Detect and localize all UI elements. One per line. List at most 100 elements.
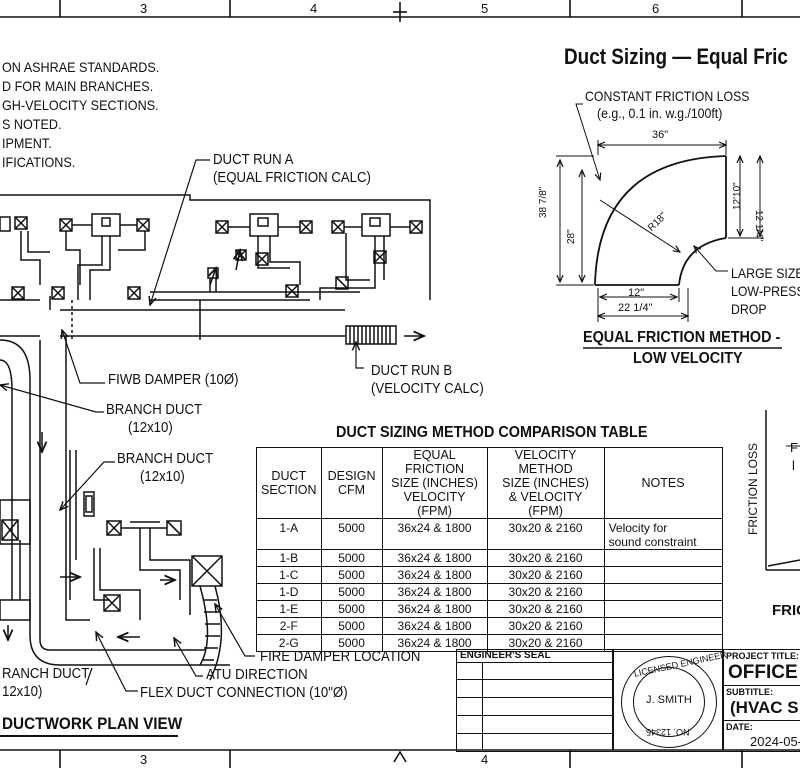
- seal-grid-row-4: [456, 715, 612, 717]
- branch-duct-label-1: BRANCH DUCT: [106, 401, 203, 418]
- cell-cfm: 5000: [320, 566, 383, 584]
- dim-36: 36": [652, 129, 669, 141]
- table-row: 1-E 5000 36x24 & 1800 30x20 & 2160: [256, 600, 723, 618]
- fire-damper-location-label: FIRE DAMPER LOCATION: [260, 648, 421, 665]
- cell-velocity-method: 30x20 & 2160: [486, 566, 605, 584]
- title-row-divider-1: [722, 685, 800, 687]
- cell-velocity-method: 30x20 & 2160: [486, 518, 605, 550]
- engineer-stamp-inner: [633, 667, 705, 737]
- constant-friction-sublabel: (e.g., 0.1 in. w.g./100ft): [597, 105, 723, 121]
- stamp-name: J. SMITH: [646, 694, 692, 706]
- cell-section: 2-F: [256, 617, 322, 635]
- zone-label-bottom-3: 3: [140, 752, 148, 767]
- header-design-cfm: DESIGN CFM: [320, 447, 383, 519]
- table-row: 1-B 5000 36x24 & 1800 30x20 & 2160: [256, 549, 723, 567]
- cell-equal-friction: 36x24 & 1800: [381, 549, 488, 567]
- seal-grid-row-2: [456, 679, 612, 681]
- dim-12: 12": [628, 287, 645, 299]
- note-line-5: IPMENT.: [2, 135, 52, 151]
- cell-section: 1-C: [256, 566, 322, 584]
- cell-notes: [603, 549, 723, 567]
- plan-leaders: [0, 159, 364, 692]
- side-chart-caption: FRIC: [772, 602, 800, 619]
- project-title: OFFICE F: [728, 662, 800, 683]
- branch-duct-size-1: (12x10): [128, 419, 173, 436]
- header-velocity-method: VELOCITY METHOD SIZE (INCHES) & VELOCITY…: [486, 447, 605, 519]
- seal-box-divider: [612, 649, 614, 750]
- note-line-2: D FOR MAIN BRANCHES.: [2, 78, 154, 94]
- cell-equal-friction: 36x24 & 1800: [381, 617, 488, 635]
- cell-equal-friction: 36x24 & 1800: [381, 583, 488, 601]
- comparison-table: DUCT SECTION DESIGN CFM EQUAL FRICTION S…: [256, 447, 723, 652]
- duct-run-a-sublabel: (EQUAL FRICTION CALC): [213, 169, 371, 186]
- table-header-row: DUCT SECTION DESIGN CFM EQUAL FRICTION S…: [256, 447, 723, 519]
- engineers-seal-label: ENGINEER'S SEAL: [460, 650, 551, 661]
- cell-notes: [603, 617, 723, 635]
- large-size-label-1: LARGE SIZE: [731, 265, 800, 281]
- duct-run-b-label: DUCT RUN B: [371, 362, 453, 379]
- table-row: 1-D 5000 36x24 & 1800 30x20 & 2160: [256, 583, 723, 601]
- dim-38-7-8: 38 7/8": [538, 186, 549, 218]
- flex-duct-label: FLEX DUCT CONNECTION (10"Ø): [140, 684, 348, 701]
- title-block: [456, 649, 800, 752]
- branch-duct-size-2: (12x10): [140, 468, 185, 485]
- cell-notes: [603, 600, 723, 618]
- header-notes: NOTES: [603, 447, 723, 519]
- cell-section: 1-A: [256, 518, 322, 550]
- elbow-dimensions: [556, 103, 764, 322]
- header-duct-section: DUCT SECTION: [256, 447, 322, 519]
- cell-equal-friction: 36x24 & 1800: [381, 634, 488, 652]
- engineer-stamp: [621, 656, 717, 748]
- note-line-1: ON ASHRAE STANDARDS.: [2, 59, 160, 75]
- cell-velocity-method: 30x20 & 2160: [486, 583, 605, 601]
- zone-label-bottom-4: 4: [481, 752, 489, 767]
- date-value: 2024-05-: [750, 734, 800, 749]
- cell-velocity-method: 30x20 & 2160: [486, 549, 605, 567]
- plan-view-title-underline: [0, 735, 178, 737]
- zone-label-top-6: 6: [652, 1, 660, 16]
- stamp-box-divider: [722, 649, 724, 750]
- cell-notes: [603, 583, 723, 601]
- dim-12-1-4: 12 1/4": [753, 210, 764, 242]
- sizing-title: Duct Sizing — Equal Fric: [564, 44, 788, 69]
- date-label: DATE:: [726, 722, 753, 732]
- branch-duct-label-2: BRANCH DUCT: [117, 450, 214, 467]
- seal-grid-row-1: [456, 662, 612, 664]
- cell-notes: Velocity for sound constraint: [603, 518, 723, 550]
- cell-equal-friction: 36x24 & 1800: [381, 600, 488, 618]
- ductwork-plan: [0, 194, 431, 681]
- header-equal-friction: EQUAL FRICTION SIZE (INCHES) VELOCITY (F…: [381, 447, 488, 519]
- plan-view-title: DUCTWORK PLAN VIEW: [2, 714, 183, 733]
- large-size-label-2: LOW-PRESS: [731, 283, 800, 299]
- seal-grid-row-5: [456, 733, 612, 735]
- cell-cfm: 5000: [320, 583, 383, 601]
- seal-grid-col: [482, 662, 484, 750]
- cell-cfm: 5000: [320, 518, 383, 550]
- friction-side-chart: [765, 410, 800, 571]
- duct-run-b-sublabel: (VELOCITY CALC): [371, 380, 484, 397]
- cell-velocity-method: 30x20 & 2160: [486, 617, 605, 635]
- side-chart-ylabel: FRICTION LOSS: [746, 442, 760, 535]
- large-size-label-3: DROP: [731, 301, 767, 317]
- cell-cfm: 5000: [320, 617, 383, 635]
- cell-cfm: 5000: [320, 634, 383, 652]
- zone-label-top-4: 4: [310, 1, 318, 16]
- table-row: 1-C 5000 36x24 & 1800 30x20 & 2160: [256, 566, 723, 584]
- cell-cfm: 5000: [320, 549, 383, 567]
- side-chart-legend-2: l: [792, 458, 795, 473]
- branch-duct-size-3: 12x10): [2, 683, 43, 700]
- note-line-4: S NOTED.: [2, 116, 62, 132]
- method-title-line-2: LOW VELOCITY: [633, 350, 743, 367]
- table-row: 1-A 5000 36x24 & 1800 30x20 & 2160 Veloc…: [256, 518, 723, 550]
- side-chart-legend-1: F: [790, 440, 798, 455]
- cell-equal-friction: 36x24 & 1800: [381, 566, 488, 584]
- constant-friction-label: CONSTANT FRICTION LOSS: [585, 88, 750, 104]
- table-row: 2-G 5000 36x24 & 1800 30x20 & 2160: [256, 634, 723, 652]
- note-line-3: GH-VELOCITY SECTIONS.: [2, 97, 159, 113]
- duct-run-a-label: DUCT RUN A: [213, 151, 294, 168]
- cell-velocity-method: 30x20 & 2160: [486, 600, 605, 618]
- cell-cfm: 5000: [320, 600, 383, 618]
- branch-duct-label-3: RANCH DUCT: [2, 665, 90, 682]
